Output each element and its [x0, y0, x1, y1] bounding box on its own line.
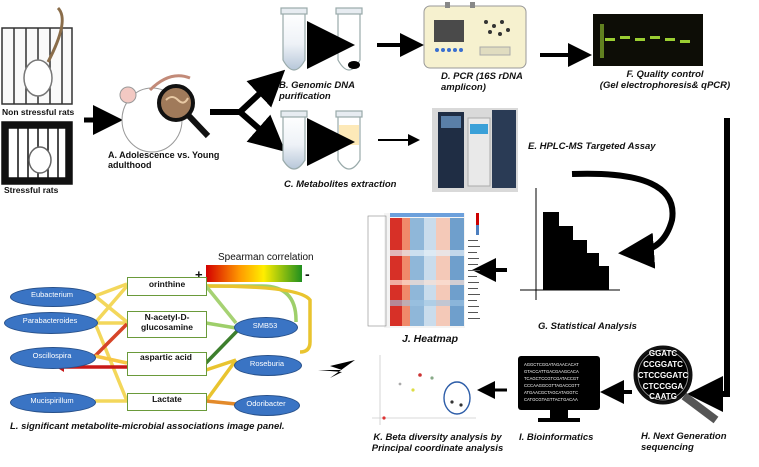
split-arrow: [210, 69, 286, 152]
microbe-label: SMB53: [252, 321, 278, 330]
gel-image: [593, 14, 703, 66]
arrow-pcoa-to-network: [318, 360, 355, 378]
microbe-label: Roseburia: [249, 359, 285, 368]
svg-text:CAATG: CAATG: [649, 392, 677, 401]
spearman-title: Spearman correlation: [218, 252, 314, 263]
svg-text:TCAGCTCCGTCGATACCGT: TCAGCTCCGTCGATACCGT: [524, 376, 579, 381]
step-e-label: E. HPLC-MS Targeted Assay: [528, 141, 656, 152]
pcoa-plot: [372, 355, 476, 425]
svg-text:GGATC: GGATC: [649, 349, 678, 358]
step-i-label: I. Bioinformatics: [519, 432, 594, 443]
step-k-label: K. Beta diversity analysis by Principal …: [371, 432, 504, 454]
bioinformatics-monitor: AGGCTCGGATAGAACACAT GTACCATTGACGAAGCACA …: [518, 356, 600, 422]
stressful-cage: [1, 121, 73, 185]
microbe-label: Eubacterium: [30, 290, 74, 299]
svg-text:CCGGATC: CCGGATC: [643, 360, 683, 369]
metabolite-box: [127, 277, 207, 296]
step-l-label: L. significant metabolite-microbial asso…: [10, 421, 285, 432]
microbe-node: [10, 392, 96, 413]
microbe-label: Parabacteroides: [22, 316, 78, 325]
hplc-instrument: [432, 108, 518, 192]
microbe-node: [10, 287, 96, 307]
pcr-machine: [423, 2, 527, 69]
arrow-gel-to-ngs: [687, 118, 730, 412]
microbe-label: Oscillospira: [32, 351, 72, 360]
network-edges: [63, 282, 312, 406]
metabolite-box: [127, 352, 207, 376]
step-j-label: J. Heatmap: [402, 333, 459, 345]
arrow-hplc-to-stats: [571, 170, 676, 269]
spearman-minus: -: [305, 266, 310, 282]
step-h-label: H. Next Generation sequencing: [641, 431, 727, 453]
metabolite-label: Lactate: [152, 394, 182, 404]
metabolite-box: [127, 393, 207, 411]
metabolite-label: orinthine: [148, 279, 186, 289]
svg-text:ATGAACGCTAGCATAGGTC: ATGAACGCTAGCATAGGTC: [524, 390, 578, 395]
step-f-label: F. Quality control (Gel electrophoresis&…: [599, 69, 731, 91]
spearman-gradient: [206, 265, 302, 282]
step-c-label: C. Metabolites extraction: [284, 179, 397, 190]
step-g-label: G. Statistical Analysis: [538, 321, 637, 332]
svg-text:CCCAAGGCGTTAGACCGTT: CCCAAGGCGTTAGACCGTT: [524, 383, 580, 388]
non-stressful-label: Non stressful rats: [2, 107, 75, 117]
rat-illustration: [119, 74, 211, 153]
svg-text:GTACCATTGACGAAGCACA: GTACCATTGACGAAGCACA: [524, 369, 579, 374]
microbe-label: Mucispirillum: [30, 396, 74, 405]
microbe-node: [4, 312, 98, 334]
step-b-label: B. Genomic DNA purification: [279, 80, 356, 102]
svg-text:CATGCGTAGTTACTGACAA: CATGCGTAGTTACTGACAA: [524, 397, 578, 402]
non-stressful-cage: [1, 6, 73, 105]
dna-tubes: [280, 7, 363, 71]
microbe-node: [234, 355, 302, 376]
statistics-chart: [520, 188, 620, 300]
microbe-node: [234, 317, 298, 338]
metabolite-label: N-acetyl-D-glucosamine: [141, 312, 193, 332]
metabolite-label: aspartic acid: [140, 352, 192, 362]
spearman-plus: +: [195, 267, 203, 282]
svg-text:AGGCTCGGATAGAACACAT: AGGCTCGGATAGAACACAT: [524, 362, 579, 367]
microbe-label: Odoribacter: [246, 399, 286, 408]
step-a-label: A. Adolescence vs. Young adulthood: [108, 150, 220, 171]
stressful-label: Stressful rats: [4, 185, 59, 195]
svg-text:CTCCGGA: CTCCGGA: [643, 382, 684, 391]
heatmap-image: [367, 213, 480, 328]
metabolite-box: [127, 311, 207, 338]
microbe-node: [10, 347, 96, 369]
microbe-node: [234, 395, 300, 416]
svg-text:CTCCGGATC: CTCCGGATC: [638, 371, 689, 380]
step-d-label: D. PCR (16S rDNA amplicon): [441, 71, 523, 93]
ngs-magnifier: GGATC CCGGATC CTCCGGATC CTCCGGA CAATG: [633, 345, 719, 424]
